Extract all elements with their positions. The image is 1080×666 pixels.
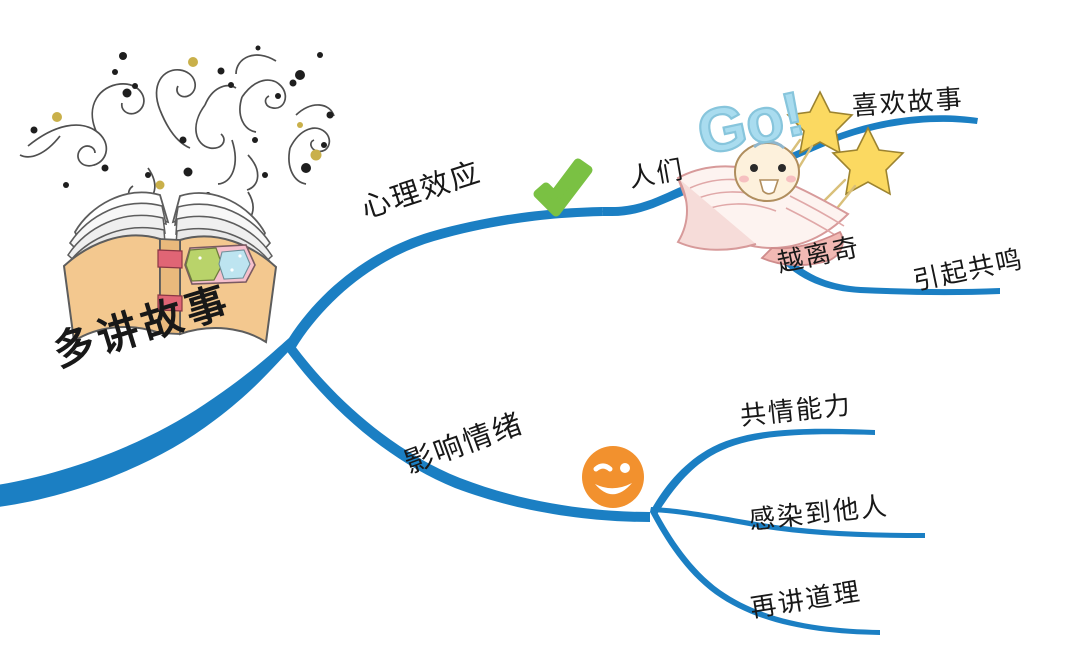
branch-bizarre-line: [716, 179, 1000, 296]
branch-infect-others-line: [650, 507, 925, 538]
branch-affect-emotion-group: [283, 338, 650, 522]
gold-sparkles: [52, 57, 322, 212]
sparkle-dots: [30, 45, 334, 198]
open-book-illustration: [19, 45, 335, 344]
orange-smiley-icon: [582, 446, 644, 508]
sparkle-swirls: [19, 54, 335, 226]
branch-bizarre-resonate-group: [716, 179, 1000, 296]
branch-like-stories-group: [716, 115, 978, 194]
branch-empathy-group: [650, 428, 875, 516]
branch-then-reason-group: [650, 510, 880, 635]
branch-affect-emotion-line: [283, 338, 650, 522]
go-character-face: [734, 140, 800, 202]
leaf-label-like-stories: 喜欢故事: [850, 84, 965, 122]
trunk-group: [0, 338, 289, 507]
branch-psych-effect-group: [289, 177, 716, 351]
branch-psych-effect-line: [289, 207, 603, 351]
green-check-icon: [533, 158, 593, 217]
branch-infect-others-group: [650, 507, 925, 538]
branch-like-stories-line: [716, 115, 978, 194]
branch-then-reason-line: [650, 510, 880, 635]
main-trunk: [0, 338, 289, 507]
branch-empathy-line: [650, 428, 875, 516]
book-gem-illustration: [184, 244, 256, 285]
